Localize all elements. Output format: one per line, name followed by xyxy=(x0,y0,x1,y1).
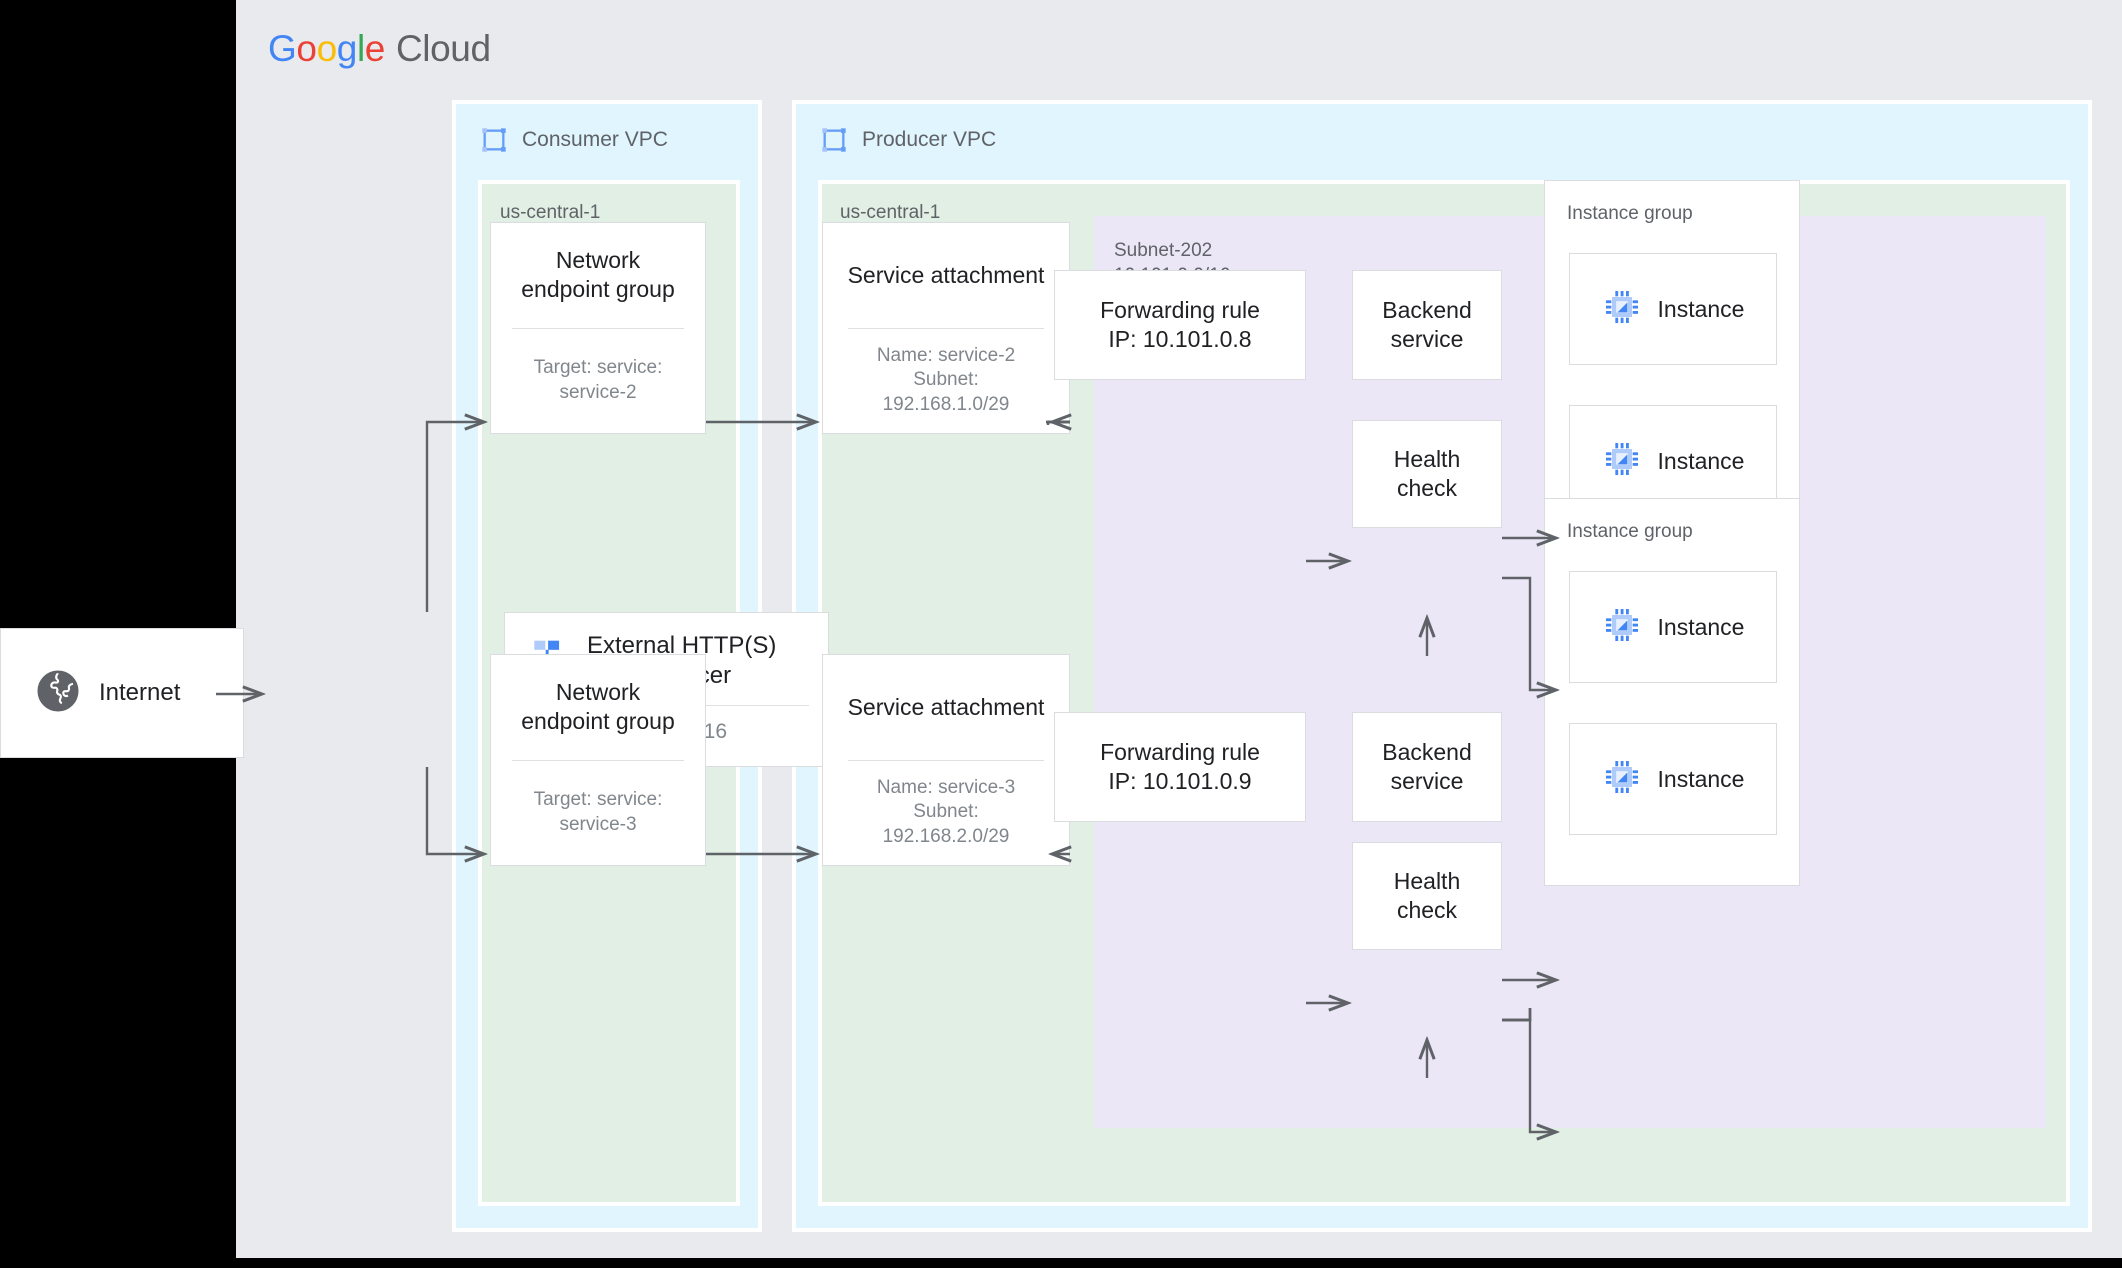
logo-letter-e: e xyxy=(364,28,386,69)
service-attachment-bottom-divider xyxy=(847,759,1045,761)
instance-bottom-1-label: Instance xyxy=(1657,613,1745,640)
neg-top-subtext: Target: service: service-2 xyxy=(533,357,663,403)
service-attachment-bottom-subtext: Name: service-3 Subnet: 192.168.2.0/29 xyxy=(876,776,1016,848)
logo-letter-o2: o xyxy=(316,28,338,69)
backend-service-bottom: Backend service xyxy=(1352,712,1502,822)
service-attachment-top: Service attachment Name: service-2 Subne… xyxy=(822,222,1070,434)
producer-vpc-title: Producer VPC xyxy=(862,128,997,151)
chip-icon xyxy=(1602,757,1642,802)
instance-top-2-label: Instance xyxy=(1657,447,1745,474)
instance-bottom-1: Instance xyxy=(1569,571,1777,683)
neg-bottom-divider xyxy=(512,759,684,761)
forwarding-rule-top: Forwarding rule IP: 10.101.0.8 xyxy=(1054,270,1306,380)
producer-vpc-header: Producer VPC xyxy=(820,126,996,154)
chip-icon xyxy=(1602,605,1642,650)
globe-icon xyxy=(35,668,81,719)
instance-group-top-label: Instance group xyxy=(1567,203,1693,224)
service-attachment-top-title: Service attachment xyxy=(847,261,1045,288)
forwarding-rule-bottom-label: Forwarding rule IP: 10.101.0.9 xyxy=(1100,738,1260,794)
service-attachment-bottom-title: Service attachment xyxy=(847,693,1045,720)
forwarding-rule-top-label: Forwarding rule IP: 10.101.0.8 xyxy=(1100,296,1260,352)
neg-bottom-subtext: Target: service: service-3 xyxy=(533,789,663,835)
chip-icon xyxy=(1602,439,1642,484)
logo-letter-g2: g xyxy=(336,28,358,69)
logo-letter-g: G xyxy=(268,28,297,69)
health-check-top: Health check xyxy=(1352,420,1502,528)
bottom-black-strip xyxy=(0,1258,2122,1268)
instance-top-1: Instance xyxy=(1569,253,1777,365)
internet-label: Internet xyxy=(99,679,181,706)
internet-node: Internet xyxy=(0,628,244,758)
instance-top-1-label: Instance xyxy=(1657,295,1745,322)
backend-service-bottom-label: Backend service xyxy=(1382,738,1472,794)
network-endpoint-group-bottom: Network endpoint group Target: service: … xyxy=(490,654,706,866)
backend-service-top: Backend service xyxy=(1352,270,1502,380)
instance-group-bottom-label: Instance group xyxy=(1567,521,1693,542)
backend-service-top-label: Backend service xyxy=(1382,296,1472,352)
instance-bottom-2-label: Instance xyxy=(1657,765,1745,792)
neg-top-title: Network endpoint group xyxy=(521,246,675,303)
neg-top-divider xyxy=(512,327,684,329)
service-attachment-bottom: Service attachment Name: service-3 Subne… xyxy=(822,654,1070,866)
network-endpoint-group-top: Network endpoint group Target: service: … xyxy=(490,222,706,434)
instance-bottom-2: Instance xyxy=(1569,723,1777,835)
health-check-top-label: Health check xyxy=(1393,445,1461,501)
vpc-icon xyxy=(820,126,848,154)
neg-bottom-title: Network endpoint group xyxy=(521,678,675,735)
forwarding-rule-bottom: Forwarding rule IP: 10.101.0.9 xyxy=(1054,712,1306,822)
logo-letter-o1: o xyxy=(296,28,317,69)
service-attachment-top-divider xyxy=(847,327,1045,329)
health-check-bottom-label: Health check xyxy=(1393,867,1461,923)
chip-icon xyxy=(1602,287,1642,332)
consumer-region-label: us-central-1 xyxy=(500,202,601,223)
consumer-vpc-title: Consumer VPC xyxy=(522,128,668,151)
logo-letter-l: l xyxy=(356,28,365,69)
health-check-bottom: Health check xyxy=(1352,842,1502,950)
producer-region-label: us-central-1 xyxy=(840,202,941,223)
logo-word-cloud: Cloud xyxy=(395,28,491,69)
instance-group-bottom: Instance group xyxy=(1544,498,1800,886)
vpc-icon xyxy=(480,126,508,154)
consumer-vpc-header: Consumer VPC xyxy=(480,126,668,154)
service-attachment-top-subtext: Name: service-2 Subnet: 192.168.1.0/29 xyxy=(876,344,1016,416)
